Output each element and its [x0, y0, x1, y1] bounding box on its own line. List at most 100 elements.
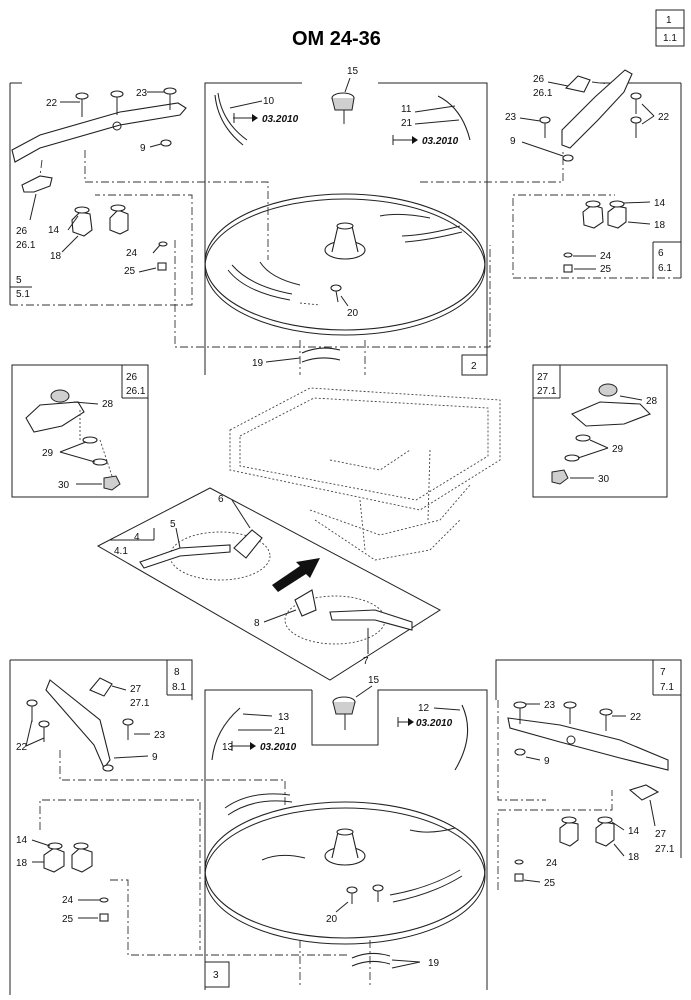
group-top-left: 22 23 9 26 26.1 14 18 24 25 5 5.1 — [9, 82, 193, 306]
vane-holder-26 — [25, 401, 85, 433]
svg-text:26.1: 26.1 — [16, 240, 36, 251]
nut-30-left — [103, 475, 121, 491]
vane-12-bottom — [454, 704, 469, 771]
group-label-7-1: 7.1 — [660, 682, 674, 693]
svg-text:9: 9 — [510, 136, 516, 147]
svg-text:23: 23 — [544, 700, 556, 711]
svg-text:23: 23 — [154, 730, 166, 741]
svg-text:15: 15 — [368, 675, 380, 686]
svg-text:25: 25 — [62, 914, 74, 925]
ejector-blade-bottom-right — [507, 717, 669, 771]
group-label-4-1: 4.1 — [114, 546, 128, 557]
group-bottom-center: 3 15 13 21 13 03.2010 12 03.2010 — [204, 675, 488, 990]
group-label-8: 8 — [174, 667, 180, 678]
svg-text:22: 22 — [16, 742, 28, 753]
group-label-4: 4 — [134, 532, 140, 543]
svg-text:23: 23 — [505, 112, 517, 123]
svg-text:28: 28 — [102, 399, 114, 410]
group-label-6-1: 6.1 — [658, 263, 672, 274]
svg-text:18: 18 — [628, 852, 640, 863]
svg-text:27.1: 27.1 — [130, 698, 150, 709]
svg-text:30: 30 — [598, 474, 610, 485]
svg-text:14: 14 — [654, 198, 666, 209]
svg-text:20: 20 — [326, 914, 338, 925]
pin-20-bottom — [346, 886, 358, 894]
svg-text:20: 20 — [347, 308, 359, 319]
svg-text:26.1: 26.1 — [533, 88, 553, 99]
pin-20-top — [330, 284, 342, 292]
sheet-page: 1 — [666, 15, 672, 26]
ejector-blade-left — [11, 102, 187, 163]
disc-mini-1 — [169, 531, 271, 581]
vane-13-bottom — [211, 707, 241, 761]
svg-text:28: 28 — [646, 396, 658, 407]
group-top-center: 2 15 10 03.2010 11 21 — [84, 66, 564, 376]
spreading-disc-bottom — [204, 801, 486, 939]
svg-text:14: 14 — [628, 826, 640, 837]
hub-15-top — [331, 92, 355, 124]
svg-text:15: 15 — [347, 66, 359, 77]
vane-11-top — [437, 95, 471, 141]
svg-text:14: 14 — [16, 835, 28, 846]
date-mark-12: 03.2010 — [416, 718, 453, 729]
svg-text:10: 10 — [263, 96, 275, 107]
svg-text:25: 25 — [124, 266, 136, 277]
svg-text:27: 27 — [130, 684, 142, 695]
svg-text:22: 22 — [658, 112, 670, 123]
group-label-5-1: 5.1 — [16, 289, 30, 300]
group-label-27-1: 27.1 — [537, 386, 557, 397]
group-label-27: 27 — [537, 372, 549, 383]
group-label-26-1: 26.1 — [126, 386, 146, 397]
group-bottom-right: 7 7.1 23 22 9 27 27.1 14 18 24 25 — [495, 659, 682, 890]
svg-text:13: 13 — [222, 742, 234, 753]
vane-26-left — [21, 175, 53, 193]
svg-text:23: 23 — [136, 88, 148, 99]
vane-holder-27 — [570, 401, 651, 427]
svg-text:21: 21 — [274, 726, 286, 737]
svg-text:25: 25 — [544, 878, 556, 889]
svg-text:22: 22 — [630, 712, 642, 723]
vane-10-top — [214, 94, 244, 146]
svg-text:26: 26 — [533, 74, 545, 85]
plate-19-bottom — [351, 952, 391, 959]
bracket-18-bottom-right — [559, 821, 579, 847]
svg-text:27.1: 27.1 — [655, 844, 675, 855]
nut-30-right — [551, 469, 569, 485]
svg-text:24: 24 — [546, 858, 558, 869]
group-label-7: 7 — [660, 667, 666, 678]
washer-9-right — [562, 154, 574, 162]
group-label-6: 6 — [658, 248, 664, 259]
svg-text:27: 27 — [655, 829, 667, 840]
hopper-frame — [229, 387, 501, 561]
sheet-sub: 1.1 — [663, 33, 677, 44]
svg-text:8: 8 — [254, 618, 260, 629]
group-label-2: 2 — [471, 361, 477, 372]
svg-text:9: 9 — [152, 752, 158, 763]
vane-26-right — [564, 75, 591, 93]
direction-arrow — [272, 558, 320, 592]
svg-text:11: 11 — [401, 104, 412, 115]
hub-15-bottom — [332, 696, 356, 730]
group-bottom-left: 8 8.1 27 27.1 22 23 9 14 18 24 25 — [9, 659, 350, 995]
svg-text:24: 24 — [600, 251, 612, 262]
svg-text:6: 6 — [218, 494, 224, 505]
svg-text:13: 13 — [278, 712, 290, 723]
bolt-22-left — [75, 87, 177, 117]
group-mid-left-26: 26 26.1 28 29 30 — [11, 364, 149, 498]
svg-text:9: 9 — [544, 756, 550, 767]
group-label-5: 5 — [16, 275, 22, 286]
svg-text:19: 19 — [428, 958, 440, 969]
date-mark-11: 03.2010 — [422, 136, 459, 147]
date-mark-13: 03.2010 — [260, 742, 297, 753]
group-label-3: 3 — [213, 970, 219, 981]
group-label-8-1: 8.1 — [172, 682, 186, 693]
group-mid-center: 4 4.1 6 5 8 7 — [96, 487, 441, 681]
washer-9-left — [160, 139, 172, 147]
nut-25-left — [157, 262, 167, 271]
plate-19-top — [301, 347, 341, 354]
svg-text:18: 18 — [16, 858, 28, 869]
svg-text:30: 30 — [58, 480, 70, 491]
group-mid-right-27: 27 27.1 28 29 30 — [532, 364, 668, 498]
ejector-blade-right — [561, 69, 633, 149]
